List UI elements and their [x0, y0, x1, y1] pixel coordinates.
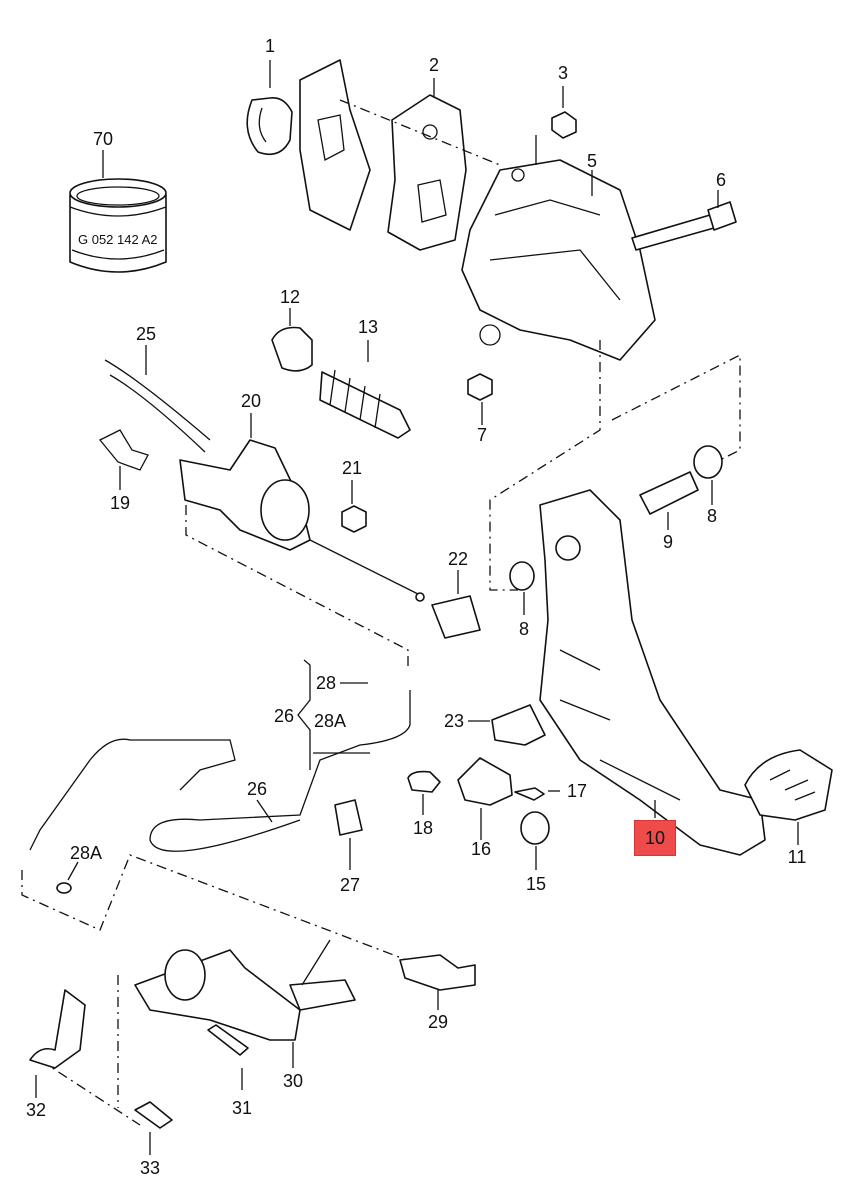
callout-17[interactable]: 17	[566, 781, 588, 801]
callout-25[interactable]: 25	[135, 324, 157, 344]
part-70-sleeve: G 052 142 A2	[69, 178, 167, 273]
callout-19[interactable]: 19	[109, 493, 131, 513]
part-17-screw	[514, 787, 545, 801]
part-20-master-cylinder	[179, 439, 425, 602]
callout-31[interactable]: 31	[231, 1098, 253, 1118]
part-7-nut	[467, 373, 493, 401]
callout-10-highlighted[interactable]: 10	[633, 820, 677, 856]
part-25-hose	[104, 359, 211, 441]
callout-7[interactable]: 7	[476, 425, 488, 445]
part-16-switch	[457, 757, 513, 806]
bracket-plate	[299, 59, 371, 231]
callout-27[interactable]: 27	[339, 875, 361, 895]
part-5-pedal-bracket	[461, 159, 656, 361]
callout-2[interactable]: 2	[428, 55, 440, 75]
part-3-nut	[551, 111, 577, 139]
callout-33[interactable]: 33	[139, 1158, 161, 1178]
callout-16[interactable]: 16	[470, 839, 492, 859]
callout-8-lower[interactable]: 8	[518, 619, 530, 639]
callout-20[interactable]: 20	[240, 391, 262, 411]
callout-13[interactable]: 13	[357, 317, 379, 337]
callout-30[interactable]: 30	[282, 1071, 304, 1091]
part-10-clutch-pedal	[539, 489, 766, 856]
callout-8-upper[interactable]: 8	[706, 506, 718, 526]
part-21-nut	[341, 505, 367, 533]
callout-26-group[interactable]: 26	[273, 706, 295, 726]
callout-23[interactable]: 23	[443, 711, 465, 731]
part-32-bracket	[29, 989, 86, 1069]
part-13-spring	[319, 369, 411, 439]
callout-1[interactable]: 1	[264, 36, 276, 56]
callout-21[interactable]: 21	[341, 458, 363, 478]
part-28A-seal-lower	[56, 882, 72, 894]
callout-22[interactable]: 22	[447, 549, 469, 569]
part-23-cap	[491, 704, 546, 746]
part-8-bushing-lower	[509, 561, 535, 591]
part-70-stamp: G 052 142 A2	[78, 232, 158, 247]
part-1-clip	[246, 96, 293, 156]
part-29-t-fitting	[399, 954, 476, 991]
part-19-retaining-clip	[98, 429, 149, 471]
part-27-clip	[334, 799, 363, 836]
part-12-bushing	[271, 326, 313, 372]
part-6-bolt	[631, 201, 737, 251]
part-15-pad	[520, 811, 550, 845]
part-31-screw	[207, 1024, 249, 1056]
callout-28[interactable]: 28	[315, 673, 337, 693]
part-30-slave-cylinder	[134, 949, 356, 1041]
callout-29[interactable]: 29	[427, 1012, 449, 1032]
callout-18[interactable]: 18	[412, 818, 434, 838]
callout-32[interactable]: 32	[25, 1100, 47, 1120]
callout-3[interactable]: 3	[557, 63, 569, 83]
part-22-clip	[431, 595, 481, 639]
callout-26-line[interactable]: 26	[246, 779, 268, 799]
part-2-gasket	[387, 94, 467, 251]
part-8-bushing-upper	[693, 445, 723, 479]
callout-6[interactable]: 6	[715, 170, 727, 190]
part-18-plug	[407, 770, 441, 793]
callout-28A-lower[interactable]: 28A	[69, 843, 103, 863]
callout-70[interactable]: 70	[92, 129, 114, 149]
callout-15[interactable]: 15	[525, 874, 547, 894]
callout-11[interactable]: 11	[787, 847, 807, 867]
part-9-sleeve	[639, 471, 699, 515]
part-11-pedal-pad	[744, 749, 833, 821]
callout-9[interactable]: 9	[662, 532, 674, 552]
callout-28A-group[interactable]: 28A	[313, 711, 347, 731]
callout-5[interactable]: 5	[586, 151, 598, 171]
part-26-hydraulic-line	[29, 690, 411, 852]
part-33-bolt	[134, 1101, 173, 1129]
callout-12[interactable]: 12	[279, 287, 301, 307]
